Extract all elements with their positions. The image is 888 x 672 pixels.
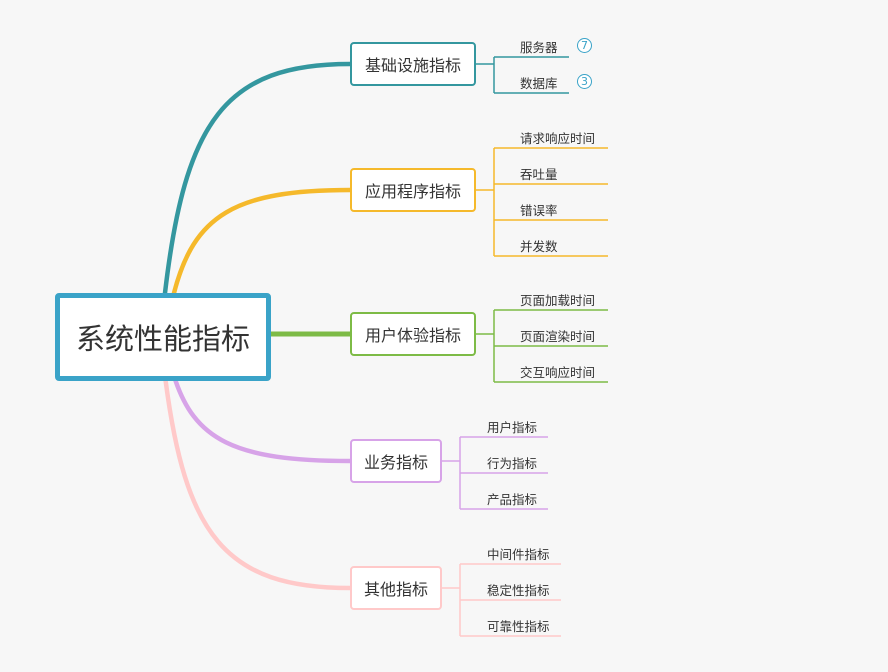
- leaf-topic[interactable]: 并发数: [520, 239, 558, 254]
- root-topic[interactable]: 系统性能指标: [55, 293, 271, 381]
- leaf-topic[interactable]: 用户指标: [487, 420, 538, 435]
- leaf-topic[interactable]: 可靠性指标: [487, 619, 550, 634]
- branch-connector: [162, 61, 353, 296]
- leaf-topic[interactable]: 稳定性指标: [487, 583, 550, 598]
- leaf-topic[interactable]: 错误率: [520, 203, 558, 218]
- branch-topic[interactable]: 其他指标: [350, 566, 442, 610]
- branch-topic[interactable]: 用户体验指标: [350, 312, 476, 356]
- leaf-topic[interactable]: 页面渲染时间: [520, 329, 596, 344]
- leaf-topic[interactable]: 请求响应时间: [520, 131, 596, 146]
- branch-topic[interactable]: 业务指标: [350, 439, 442, 483]
- leaf-topic[interactable]: 吞吐量: [520, 167, 558, 182]
- branch-connector: [171, 373, 353, 464]
- leaf-topic[interactable]: 行为指标: [487, 456, 538, 471]
- leaf-topic[interactable]: 产品指标: [487, 492, 538, 507]
- branch-connector: [162, 373, 353, 591]
- leaf-topic[interactable]: 数据库: [520, 76, 558, 91]
- leaf-topic[interactable]: 页面加载时间: [520, 293, 596, 308]
- count-badge[interactable]: 3: [577, 74, 592, 89]
- count-badge[interactable]: 7: [577, 38, 592, 53]
- leaf-topic[interactable]: 服务器: [520, 40, 558, 55]
- branch-topic[interactable]: 基础设施指标: [350, 42, 476, 86]
- leaf-topic[interactable]: 交互响应时间: [520, 365, 596, 380]
- leaf-topic[interactable]: 中间件指标: [487, 547, 550, 562]
- branch-topic[interactable]: 应用程序指标: [350, 168, 476, 212]
- branch-connector: [171, 187, 353, 296]
